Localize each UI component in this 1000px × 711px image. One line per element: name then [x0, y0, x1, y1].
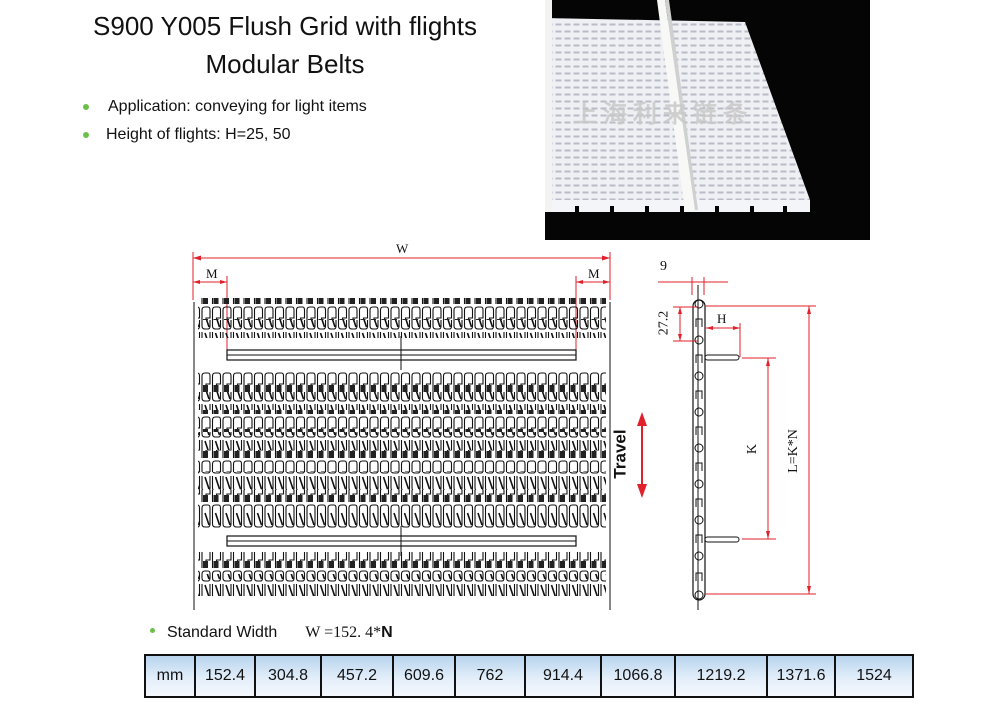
width-cell: 152.4 [194, 654, 256, 698]
dim-label-l: L=K*N [785, 429, 801, 473]
width-cell: 1066.8 [600, 654, 676, 698]
belt-side-view-drawing: 9 27.2 H K L=K*N [610, 255, 830, 615]
feature-list: Application: conveying for light items H… [80, 96, 367, 152]
width-cell: 609.6 [392, 654, 456, 698]
unit-cell: mm [144, 654, 196, 698]
width-cell: 762 [454, 654, 526, 698]
width-formula-variable: N [381, 624, 393, 641]
standard-width-label: Standard Width [167, 624, 278, 641]
width-cell: 304.8 [254, 654, 322, 698]
width-cell: 1371.6 [766, 654, 836, 698]
standard-width-line: Standard Width W =152. 4*N [150, 624, 393, 642]
belt-top-view-drawing: W M M [180, 240, 640, 610]
bullet-text: Height of flights: H=25, 50 [106, 126, 291, 143]
dim-label-m-right: M [588, 266, 600, 281]
product-photo: 上海利来链条 [545, 0, 870, 240]
dim-label-k: K [745, 443, 761, 455]
width-cell: 1524 [834, 654, 914, 698]
belt-top-view-svg [192, 252, 611, 610]
belt-photo-illustration [545, 0, 810, 212]
dim-label-h: H [717, 311, 727, 326]
belt-side-view-svg [658, 277, 816, 610]
bullet-icon [83, 104, 89, 110]
list-item-application: Application: conveying for light items [80, 96, 367, 124]
width-formula-prefix: W =152. 4* [305, 624, 382, 641]
dim-label-thickness: 9 [660, 259, 667, 274]
page-title: S900 Y005 Flush Grid with flights [93, 11, 477, 41]
travel-direction-indicator: Travel [611, 410, 652, 500]
page-subtitle: Modular Belts [205, 49, 365, 79]
bullet-icon [150, 628, 155, 634]
width-cell: 1219.2 [674, 654, 768, 698]
width-formula: W =152. 4*N [305, 624, 392, 641]
double-arrow-icon [637, 412, 647, 498]
standard-width-table: mm 152.4 304.8 457.2 609.6 762 914.4 106… [144, 654, 914, 698]
list-item-flight-height: Height of flights: H=25, 50 [80, 124, 367, 152]
bullet-text: Application: conveying for light items [108, 98, 367, 115]
bullet-icon [83, 132, 89, 138]
dim-label-w: W [396, 241, 409, 256]
width-cell: 457.2 [320, 654, 394, 698]
dim-label-pitch: 27.2 [656, 310, 672, 336]
dim-label-m-left: M [206, 266, 218, 281]
photo-watermark: 上海利来链条 [573, 100, 753, 128]
width-cell: 914.4 [524, 654, 602, 698]
table-row: mm 152.4 304.8 457.2 609.6 762 914.4 106… [144, 654, 914, 698]
